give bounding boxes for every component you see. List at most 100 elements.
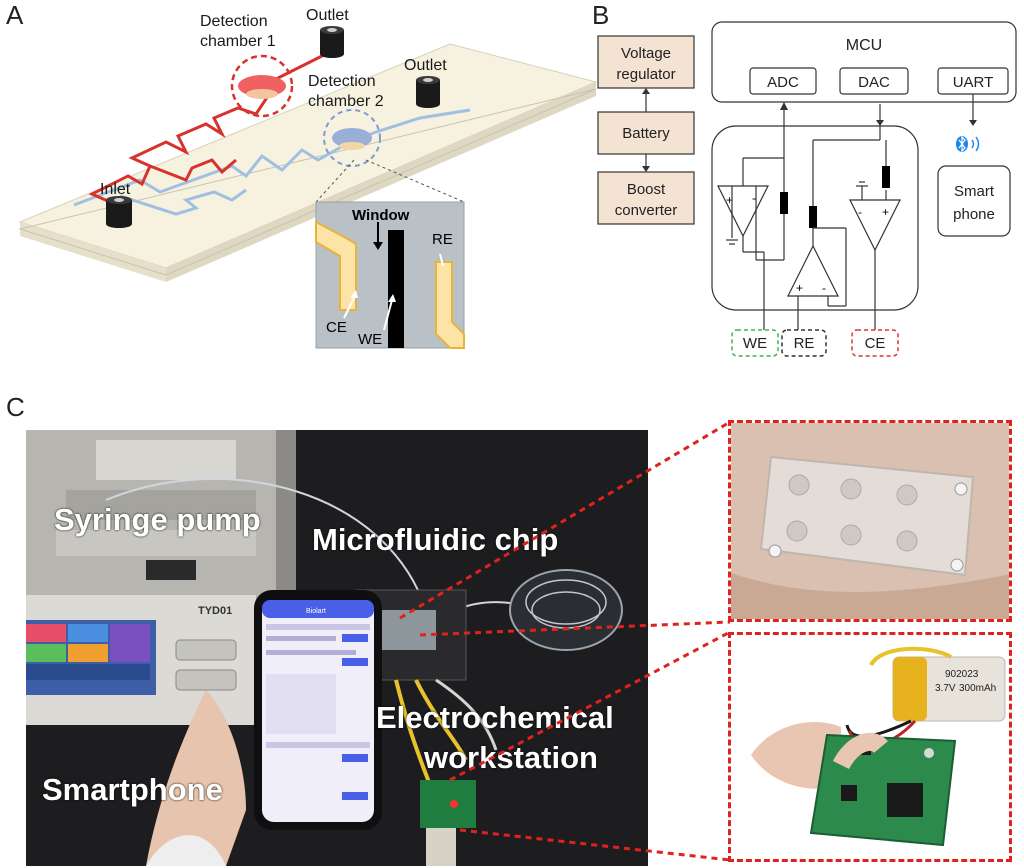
- uart-arrowhead: [969, 120, 977, 126]
- label-microfluidic-chip: Microfluidic chip: [312, 522, 559, 557]
- op-amp-1-plus: +: [726, 193, 733, 207]
- op-amp-2-minus: -: [822, 281, 826, 295]
- app-title: Biolart: [306, 608, 326, 615]
- electrode-zoom-inset: [315, 201, 465, 349]
- re-terminal-box: [781, 329, 827, 357]
- pump-model-label: TYD01: [198, 605, 232, 617]
- label-detection-chamber-2-line1: Detection: [308, 73, 376, 90]
- panel-label-a: A: [6, 0, 24, 30]
- red-channel-outlet: [269, 50, 331, 84]
- detection-chamber-2-callout: [323, 109, 381, 167]
- dac-arrowhead: [876, 120, 884, 126]
- inlet-port: [106, 196, 132, 228]
- label-boost-converter-line1: Boost: [627, 181, 666, 198]
- op-amp-1-minus: -: [752, 191, 756, 205]
- pcb-chip-2: [841, 785, 857, 801]
- label-detection-chamber-1-line2: chamber 1: [200, 33, 276, 50]
- inset-chip-in-hand: [728, 420, 1012, 622]
- ce-arrowhead: [350, 290, 358, 298]
- label-we: WE: [358, 331, 382, 348]
- ce-terminal-box: [851, 329, 899, 357]
- op-amp-2-plus: +: [796, 281, 803, 295]
- label-window: Window: [352, 207, 410, 224]
- re-electrode: [435, 261, 465, 349]
- detection-chamber-1-callout: [230, 54, 294, 118]
- label-outlet-1: Outlet: [306, 7, 349, 24]
- re-arrow: [439, 253, 444, 267]
- setup-photograph: TYD01 Biolart S: [26, 430, 648, 866]
- label-syringe-pump: Syringe pump: [54, 502, 261, 537]
- battery-to-regulator-arrowhead: [642, 88, 650, 94]
- feedback-resistor-1: [780, 192, 788, 214]
- label-outlet-2: Outlet: [404, 57, 447, 74]
- battery-box: [597, 111, 695, 155]
- we-terminal-box: [731, 329, 779, 357]
- label-mcu: MCU: [846, 37, 882, 54]
- workstation-board-photo: [420, 780, 476, 828]
- voltage-regulator-box: [597, 35, 695, 89]
- adc-box: [749, 67, 817, 95]
- label-adc: ADC: [767, 74, 799, 91]
- label-smart-phone-line2: phone: [953, 206, 995, 223]
- label-detection-chamber-1-line1: Detection: [200, 13, 268, 30]
- label-re: RE: [432, 231, 453, 248]
- blue-channel-lower: [119, 188, 247, 216]
- label-re-terminal: RE: [794, 335, 815, 352]
- label-electrochemical-line1: Electrochemical: [376, 700, 614, 735]
- we-electrode: [388, 230, 404, 348]
- inset-circuit-board: 902023 3.7V 300mAh: [728, 632, 1012, 862]
- resistor-2: [809, 206, 817, 228]
- wireless-signal-icon: [971, 136, 980, 152]
- glass-chip: [759, 455, 975, 577]
- microfluidic-chip-photo: [376, 610, 436, 650]
- op-amp-2: [787, 244, 839, 297]
- adc-arrowhead: [780, 102, 788, 110]
- dac-box: [839, 67, 909, 95]
- inset-chip-illustration: [731, 423, 1009, 619]
- outlet-2-port: [416, 76, 440, 108]
- we-arrow: [383, 299, 393, 331]
- detection-chamber-1-highlight: [246, 89, 278, 99]
- window-arrowhead: [373, 242, 383, 250]
- battery-to-boost-arrowhead: [642, 166, 650, 172]
- battery-print-line3: 300mAh: [959, 683, 996, 694]
- op-amp-3-minus: -: [858, 205, 862, 219]
- label-ce: CE: [326, 319, 347, 336]
- panel-label-c: C: [6, 392, 25, 422]
- red-channel-branch: [149, 158, 237, 182]
- label-smartphone: Smartphone: [42, 772, 223, 807]
- smart-phone-box: [937, 165, 1011, 237]
- label-detection-chamber-2-line2: chamber 2: [308, 93, 384, 110]
- inset-board-illustration: 902023 3.7V 300mAh: [731, 635, 1009, 859]
- label-uart: UART: [953, 74, 994, 91]
- battery-print-line1: 902023: [945, 669, 979, 680]
- battery-print-line2: 3.7V: [935, 683, 956, 694]
- chip-layer-line: [18, 88, 597, 276]
- detection-chamber-2: [332, 128, 372, 148]
- pcb-chip-1: [887, 783, 923, 817]
- blue-channel: [73, 108, 471, 207]
- label-inlet: Inlet: [100, 181, 131, 198]
- label-we-terminal: WE: [743, 335, 767, 352]
- ce-arrow: [343, 297, 355, 319]
- label-voltage-regulator-line2: regulator: [616, 66, 675, 83]
- label-electrochemical-line2: workstation: [424, 740, 598, 775]
- label-battery: Battery: [622, 125, 670, 142]
- we-arrowhead: [388, 294, 396, 302]
- bluetooth-icon: [956, 135, 968, 153]
- panel-label-b: B: [592, 0, 610, 30]
- label-smart-phone-line1: Smart: [954, 183, 995, 200]
- label-boost-converter-line2: converter: [615, 202, 678, 219]
- op-amp-3: [849, 199, 901, 252]
- tubing-beaker: [509, 569, 623, 651]
- label-voltage-regulator-line1: Voltage: [621, 45, 671, 62]
- detection-chamber-2-highlight: [339, 142, 365, 150]
- label-dac: DAC: [858, 74, 890, 91]
- resistor-3: [882, 166, 890, 188]
- boost-converter-box: [597, 171, 695, 225]
- label-ce-terminal: CE: [865, 335, 886, 352]
- outlet-1-port: [320, 26, 344, 58]
- op-amp-3-plus: +: [882, 205, 889, 219]
